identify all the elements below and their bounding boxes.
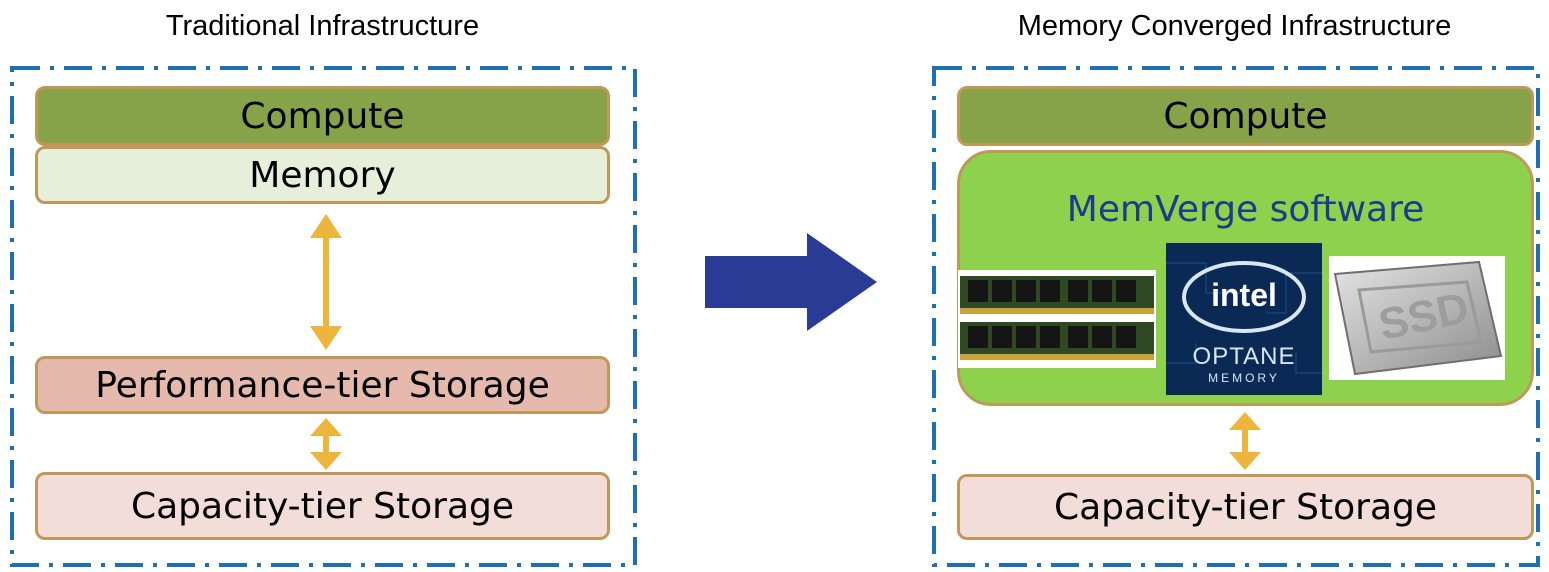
- dram-modules-image: [958, 270, 1156, 368]
- optane-text: OPTANE: [1192, 343, 1296, 370]
- right-capacity-storage-label: Capacity-tier Storage: [1053, 486, 1438, 528]
- right-panel-title: Memory Converged Infrastructure: [1017, 10, 1452, 42]
- right-capacity-storage-box: Capacity-tier Storage: [957, 474, 1534, 540]
- memory-box: Memory: [35, 146, 610, 204]
- ssd-image: SSD: [1329, 256, 1505, 380]
- intel-optane-image: intel OPTANE MEMORY: [1166, 243, 1322, 395]
- optane-memory-text: MEMORY: [1208, 371, 1280, 385]
- performance-capacity-double-arrow: [310, 418, 342, 470]
- left-capacity-storage-label: Capacity-tier Storage: [130, 485, 515, 527]
- dram-stick-top: [960, 276, 1154, 314]
- dram-stick-bottom: [960, 322, 1154, 360]
- right-panel-frame: [932, 66, 1540, 567]
- memory-label: Memory: [249, 154, 396, 196]
- left-panel-frame: [10, 66, 637, 567]
- right-compute-box: Compute: [957, 86, 1534, 146]
- memory-storage-double-arrow: [310, 214, 342, 350]
- memverge-capacity-double-arrow: [1229, 412, 1261, 470]
- performance-storage-box: Performance-tier Storage: [35, 356, 610, 414]
- memverge-label: MemVerge software: [1066, 189, 1425, 230]
- performance-storage-label: Performance-tier Storage: [95, 364, 550, 406]
- left-capacity-storage-box: Capacity-tier Storage: [35, 472, 610, 540]
- intel-logo-text: intel: [1211, 277, 1277, 313]
- transition-arrow: [705, 233, 877, 331]
- right-compute-label: Compute: [1163, 95, 1328, 137]
- left-compute-box: Compute: [35, 86, 610, 146]
- intel-swoosh: [1182, 261, 1306, 333]
- left-panel-title: Traditional Infrastructure: [165, 10, 480, 42]
- left-compute-label: Compute: [240, 95, 405, 137]
